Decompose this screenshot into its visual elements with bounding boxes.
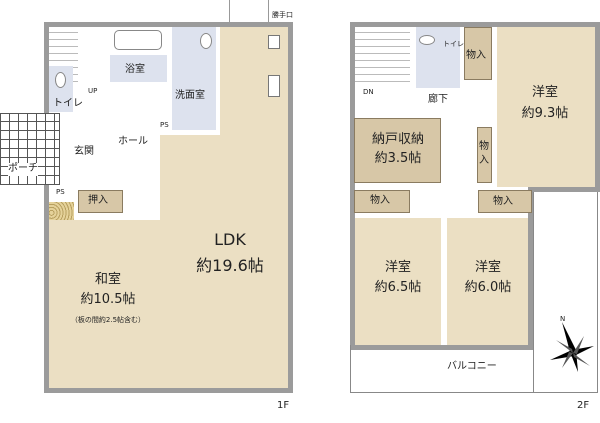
sink-icon xyxy=(200,33,212,49)
hall-label: ホール xyxy=(118,136,148,147)
stairs-2f xyxy=(355,27,410,88)
storage-side xyxy=(477,127,492,183)
room-65-name: 洋室 xyxy=(384,260,411,275)
storage-left xyxy=(354,190,410,213)
storage-side-label: 物入 xyxy=(479,141,489,166)
storage-right-label: 物入 xyxy=(493,196,513,207)
closet-label: 押入 xyxy=(88,195,108,206)
wood-floor xyxy=(49,202,74,220)
ps-label-2: PS xyxy=(56,188,65,196)
washitsu-note: （板の間約2.5帖含む） xyxy=(70,316,146,324)
ldk-name: LDK xyxy=(214,230,246,249)
room-60-name: 洋室 xyxy=(474,260,501,275)
ldk-room xyxy=(160,135,288,388)
nando-name: 納戸収納 xyxy=(371,132,424,147)
corridor-label: 廊下 xyxy=(428,94,448,105)
room-65 xyxy=(355,218,441,345)
kitchen-sink-icon xyxy=(268,75,280,97)
nando-size: 約3.5帖 xyxy=(374,151,422,166)
room-93 xyxy=(497,27,595,187)
toilet-room-2f xyxy=(416,27,460,88)
floor-2-label: 2F xyxy=(577,400,590,411)
toilet-label: トイレ xyxy=(53,98,83,109)
compass-icon xyxy=(550,322,594,372)
toilet-label-2f: トイレ xyxy=(443,40,464,48)
storage-right xyxy=(478,190,532,213)
toilet-icon xyxy=(55,72,66,88)
ldk-size: 約19.6帖 xyxy=(196,256,264,275)
washroom-label: 洗面室 xyxy=(175,90,205,101)
washitsu-size-label: 約10.5帖 xyxy=(80,292,136,307)
room-60 xyxy=(447,218,528,345)
storage-left-label: 物入 xyxy=(370,195,390,206)
washitsu-room xyxy=(49,220,166,388)
up-label: UP xyxy=(88,87,98,95)
bathtub-icon xyxy=(114,30,162,50)
down-label: DN xyxy=(363,88,374,96)
room-93-name: 洋室 xyxy=(531,85,558,100)
washroom xyxy=(172,27,216,130)
room-65-size: 約6.5帖 xyxy=(374,280,422,295)
room-60-size: 約6.0帖 xyxy=(464,280,512,295)
bathroom-label: 浴室 xyxy=(125,64,145,75)
entrance-label: 玄関 xyxy=(74,146,94,157)
service-door-label: 勝手口 xyxy=(272,11,293,19)
nando-storage xyxy=(354,118,441,183)
service-door xyxy=(229,0,269,22)
room-93-size: 約9.3帖 xyxy=(521,106,569,121)
toilet-icon xyxy=(419,35,435,45)
toilet-room xyxy=(49,66,73,112)
stove-icon xyxy=(268,35,280,49)
compass-north-label: N xyxy=(560,315,566,323)
ps-label-1: PS xyxy=(160,121,169,129)
bathtub-area xyxy=(110,27,167,55)
floor-1-label: 1F xyxy=(277,400,290,411)
washitsu-name: 和室 xyxy=(94,272,121,287)
porch-label: ポーチ xyxy=(8,163,38,176)
storage-top-label: 物入 xyxy=(466,50,486,61)
closet xyxy=(78,190,123,213)
balcony-label: バルコニー xyxy=(447,361,497,372)
kitchen-area xyxy=(220,27,288,145)
bathroom xyxy=(110,55,167,82)
storage-top xyxy=(464,27,492,80)
balcony-side xyxy=(533,192,598,392)
